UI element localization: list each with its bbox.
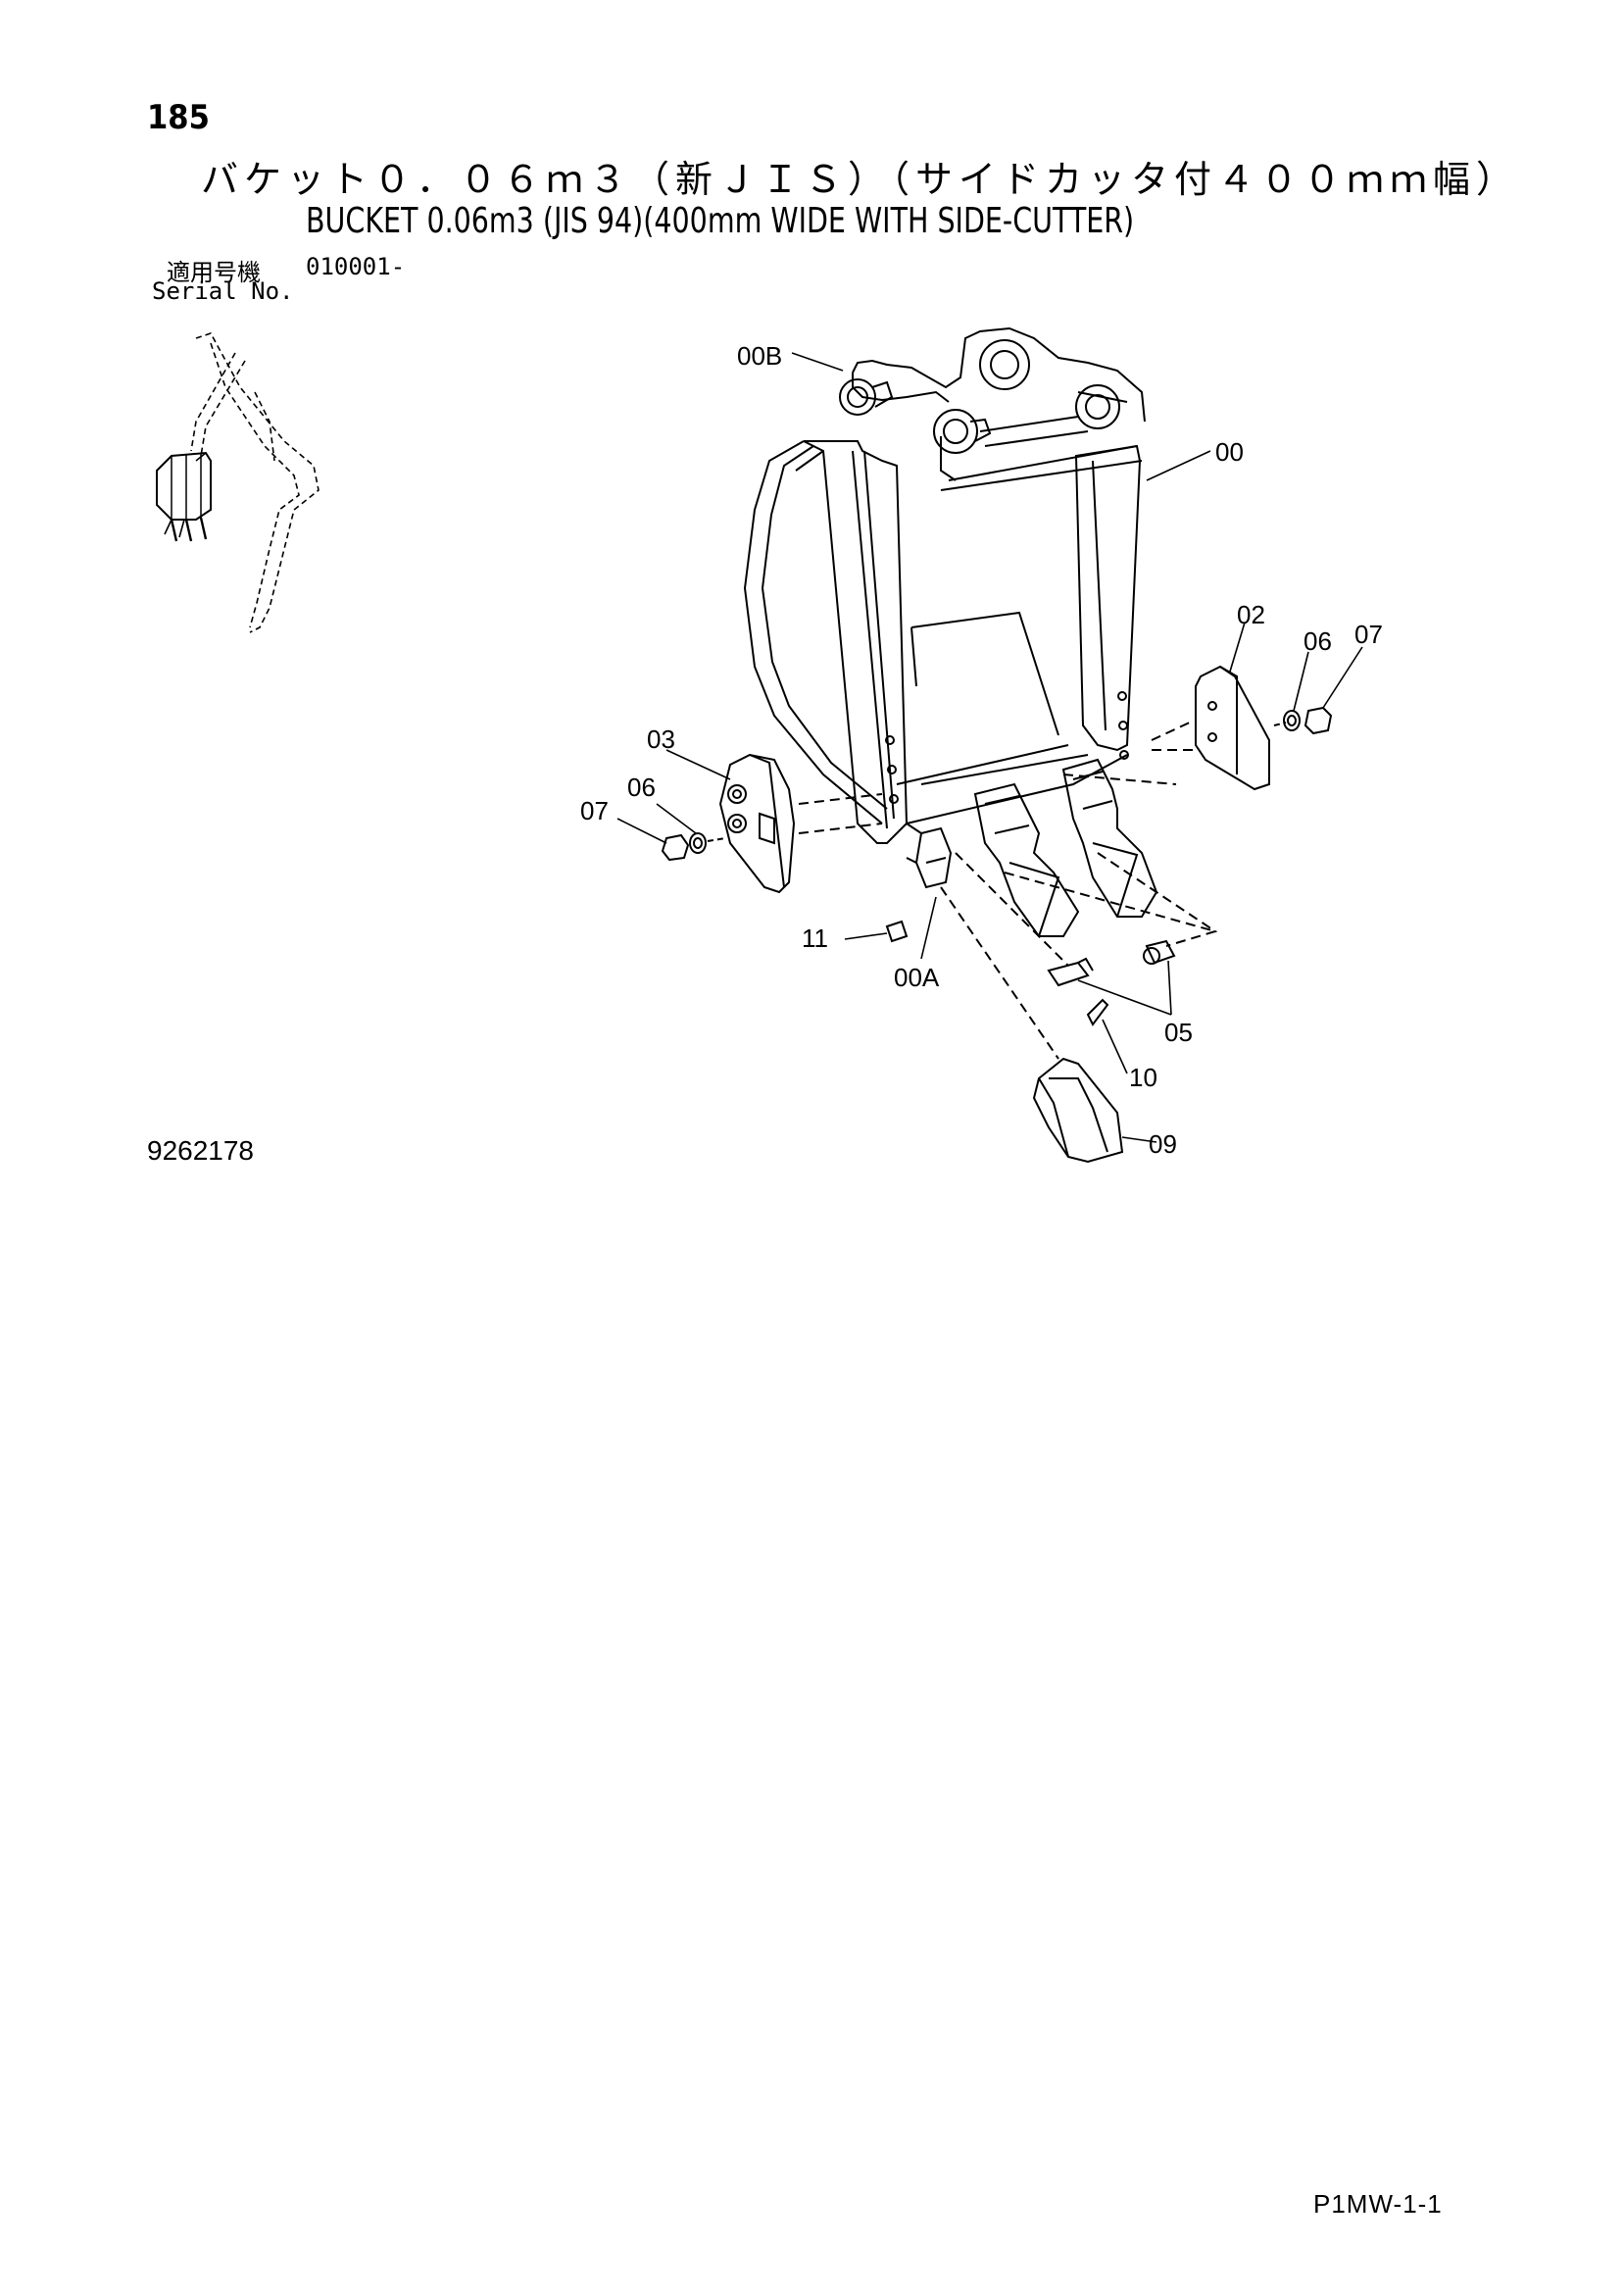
leader-lines bbox=[616, 352, 1363, 1143]
callout-05: 05 bbox=[1164, 1018, 1193, 1047]
serial-label-japanese: 適用号機 bbox=[167, 259, 261, 286]
serial-label-english: Serial No. bbox=[152, 277, 294, 305]
teeth-assembly bbox=[885, 758, 1218, 1164]
bucket-body bbox=[743, 326, 1146, 844]
callout-00B: 00B bbox=[737, 341, 782, 371]
callout-07-left: 07 bbox=[580, 796, 609, 825]
callout-11: 11 bbox=[802, 923, 828, 953]
callout-10: 10 bbox=[1129, 1063, 1157, 1092]
callout-03: 03 bbox=[647, 724, 675, 754]
callout-07-right: 07 bbox=[1354, 620, 1383, 649]
page-number: 185 bbox=[147, 98, 210, 137]
title-japanese: バケット０．０６ｍ３（新ＪＩＳ）（サイドカッタ付４００ｍｍ幅） bbox=[201, 158, 1520, 201]
callout-09: 09 bbox=[1149, 1129, 1177, 1159]
side-cutter-left bbox=[661, 753, 883, 894]
sheet-code: P1MW-1-1 bbox=[1313, 2189, 1443, 2219]
callout-02: 02 bbox=[1237, 600, 1265, 629]
side-cutter-right bbox=[1151, 665, 1333, 791]
serial-value: 010001- bbox=[306, 253, 406, 280]
callout-06-left: 06 bbox=[627, 773, 656, 802]
callout-labels: 00B 00 02 06 07 03 06 07 11 00A 05 10 09 bbox=[580, 341, 1383, 1159]
title-english: BUCKET 0.06m3 (JIS 94)(400mm WIDE WITH S… bbox=[306, 201, 1135, 241]
machine-thumbnail bbox=[156, 332, 320, 633]
callout-06-right: 06 bbox=[1303, 626, 1332, 656]
callout-00: 00 bbox=[1215, 437, 1244, 467]
drawing-number: 9262178 bbox=[147, 1135, 255, 1166]
callout-00A: 00A bbox=[894, 963, 940, 992]
